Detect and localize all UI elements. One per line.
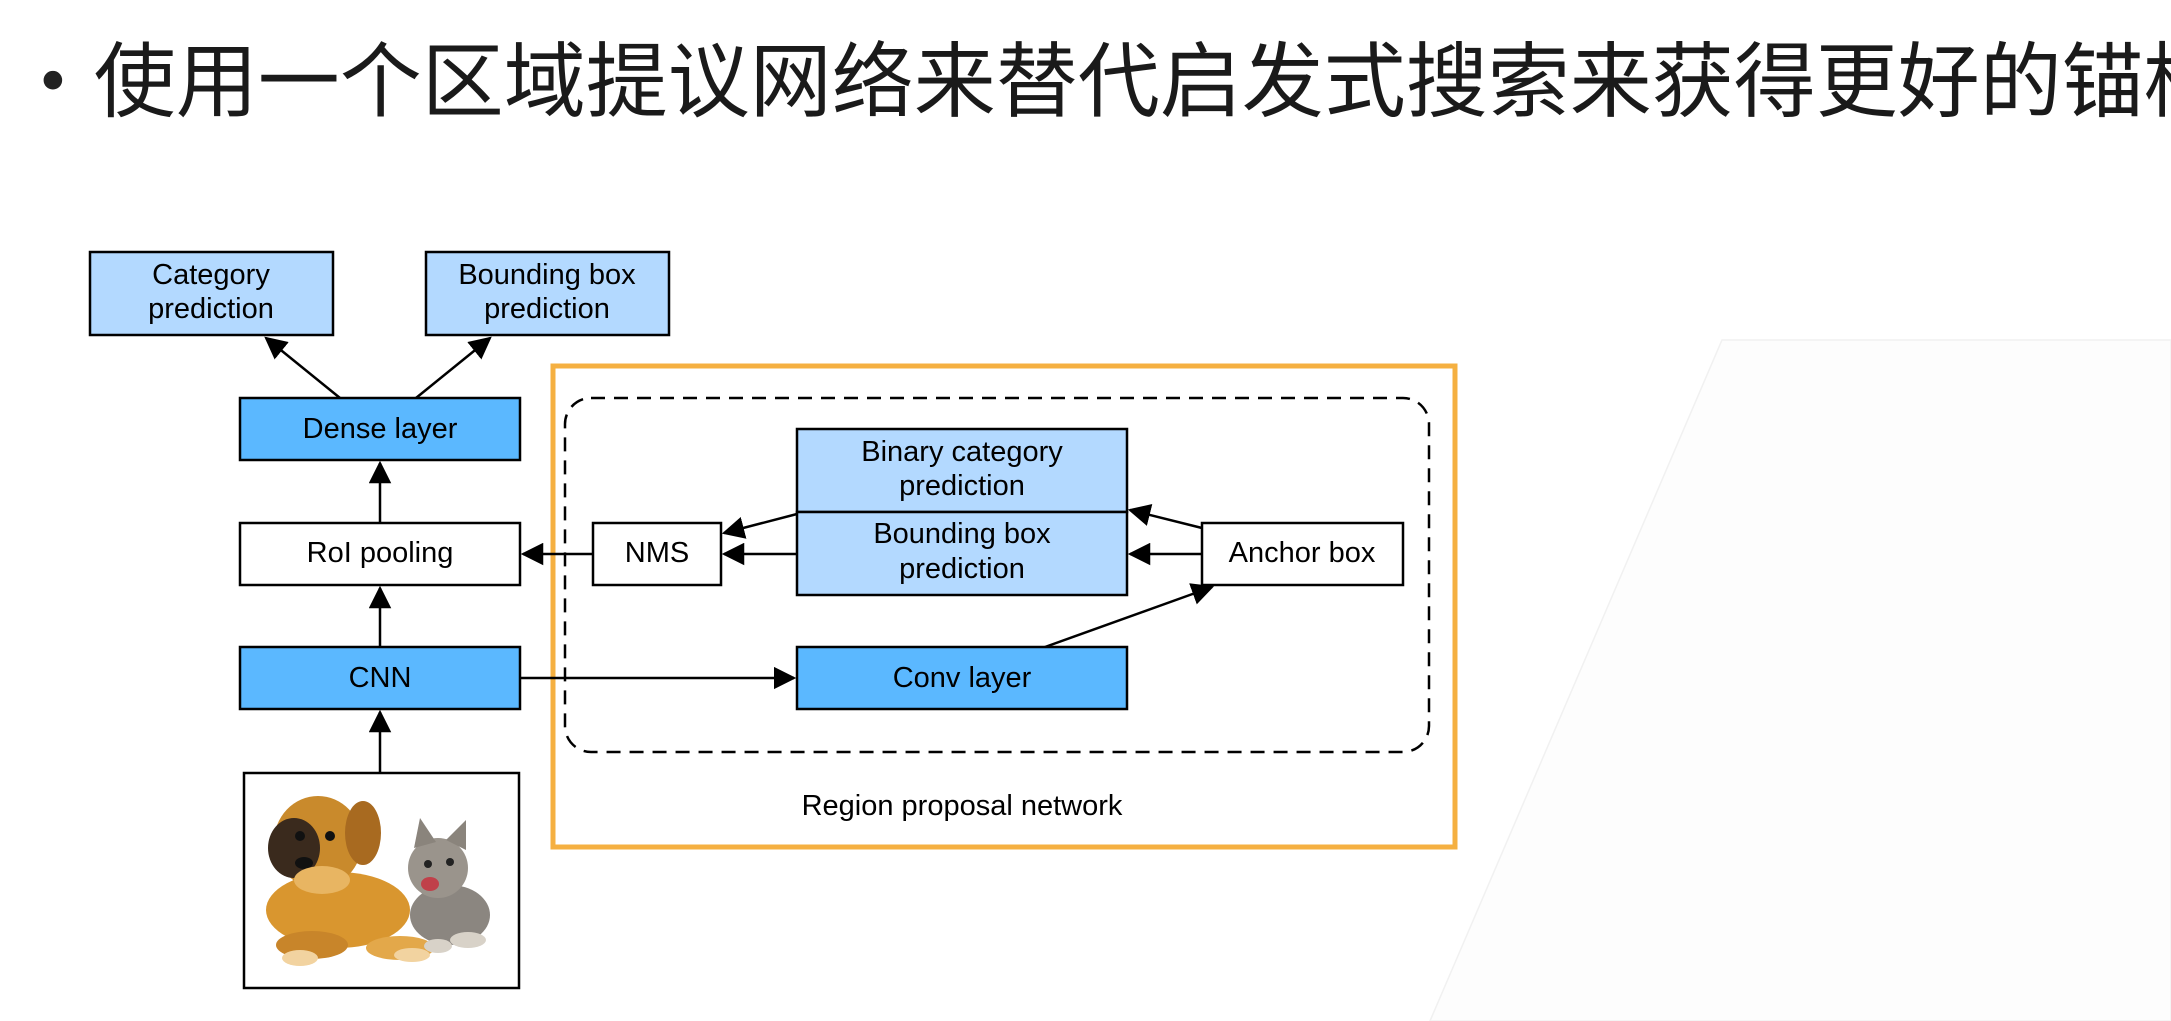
- connectors: [264, 336, 1215, 773]
- cnn-label: CNN: [349, 662, 412, 694]
- nms-label: NMS: [625, 537, 689, 569]
- bbox-prediction-rpn-box: Bounding box prediction: [795, 510, 1129, 597]
- bbox-prediction-top-line1: Bounding box: [458, 259, 636, 291]
- region-proposal-label: Region proposal network: [802, 790, 1123, 822]
- bbox-prediction-top-line2: prediction: [484, 293, 610, 325]
- dense-layer-label: Dense layer: [303, 413, 458, 445]
- bbox-prediction-rpn-line2: prediction: [899, 553, 1025, 585]
- category-prediction-line1: Category: [152, 259, 270, 291]
- nms-box: NMS: [591, 521, 723, 587]
- input-image: [242, 771, 521, 990]
- category-prediction-box: Category prediction: [88, 250, 335, 337]
- region-proposal-dashed-box: [563, 396, 1431, 754]
- roi-pooling-label: RoI pooling: [307, 537, 454, 569]
- binary-category-prediction-box: Binary category prediction: [795, 427, 1129, 514]
- binary-category-line2: prediction: [899, 470, 1025, 502]
- anchor-box-box: Anchor box: [1200, 521, 1405, 587]
- bbox-prediction-rpn-line1: Bounding box: [873, 518, 1051, 550]
- slide-title: 使用一个区域提议网络来替代启发式搜索来获得更好的锚框: [93, 35, 2171, 130]
- anchor-box-label: Anchor box: [1229, 537, 1376, 569]
- region-proposal-border: [550, 363, 1458, 850]
- bbox-prediction-top-box: Bounding box prediction: [424, 250, 671, 337]
- conv-layer-label: Conv layer: [893, 662, 1032, 694]
- slide-title-row: • 使用一个区域提议网络来替代启发式搜索来获得更好的锚框: [34, 28, 2171, 138]
- category-prediction-line2: prediction: [148, 293, 274, 325]
- dense-layer-box: Dense layer: [238, 396, 522, 462]
- binary-category-line1: Binary category: [861, 436, 1063, 468]
- conv-layer-box: Conv layer: [795, 645, 1129, 711]
- roi-pooling-box: RoI pooling: [238, 521, 522, 587]
- cnn-box: CNN: [238, 645, 522, 711]
- bullet-icon: •: [34, 46, 72, 120]
